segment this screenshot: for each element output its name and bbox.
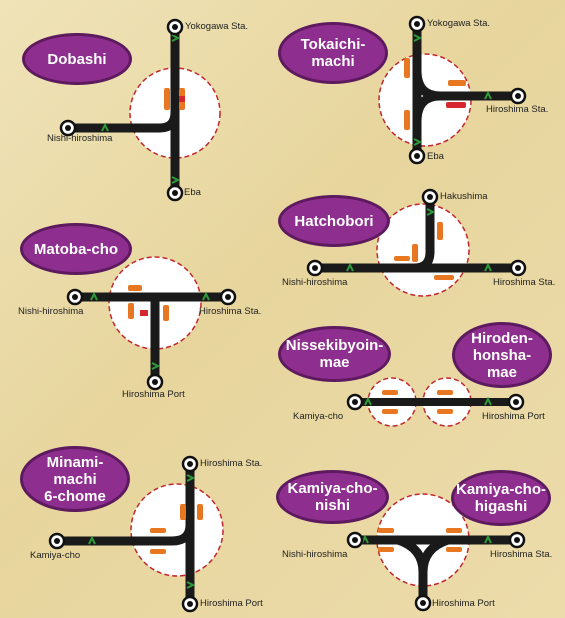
label-hiroshimaport-5: Hiroshima Port xyxy=(482,411,545,422)
junction-matobacho xyxy=(66,256,237,391)
label-eba-1: Eba xyxy=(184,187,201,198)
station-nishihiroshima-hatchobori xyxy=(306,259,324,277)
station-nishihiroshima-matoba xyxy=(66,288,84,306)
station-kamiyacho-nisseki xyxy=(346,393,364,411)
label-kamiyacho-5: Kamiya-cho xyxy=(293,411,344,422)
label-hiroshimaport-4: Hiroshima Port xyxy=(122,389,185,400)
junction-badge-hirodenhonshamae: Hiroden- honsha- mae xyxy=(452,322,552,388)
junction-tokaichimachi xyxy=(378,15,527,165)
label-eba-2: Eba xyxy=(427,151,444,162)
station-hiroshimaport-minamimachi xyxy=(181,595,199,613)
junction-nisseki-hiroden xyxy=(346,377,525,427)
junction-badge-minamimachi: Minami- machi 6-chome xyxy=(20,446,130,512)
station-hiroshimaport-kamiyacho xyxy=(414,594,432,612)
station-eba-dobashi xyxy=(166,184,184,202)
junction-minamimachi xyxy=(48,455,224,613)
label-nishihiroshima-3: Nishi-hiroshima xyxy=(282,277,348,288)
label-hiroshimaport-7: Hiroshima Port xyxy=(200,598,263,609)
label-hiroshima-2: Hiroshima Sta. xyxy=(486,104,549,115)
station-hiroshima-hatchobori xyxy=(509,259,527,277)
station-hiroshimaport-matoba xyxy=(146,373,164,391)
junction-badge-tokaichimachi: Tokaichi- machi xyxy=(278,22,388,84)
label-hakushima: Hakushima xyxy=(440,191,488,202)
station-hiroshimaport-nisseki xyxy=(507,393,525,411)
label-kamiyacho-7: Kamiya-cho xyxy=(30,550,81,561)
junction-dobashi xyxy=(59,18,221,202)
label-yokogawa-2: Yokogawa Sta. xyxy=(427,18,491,29)
station-hiroshima-minamimachi xyxy=(181,455,199,473)
station-hakushima xyxy=(421,188,439,206)
label-nishihiroshima-8: Nishi-hiroshima xyxy=(282,549,348,560)
label-hiroshimaport-8: Hiroshima Port xyxy=(432,598,495,609)
junction-kamiyacho xyxy=(346,493,526,612)
label-hiroshima-9: Hiroshima Sta. xyxy=(490,549,553,560)
label-hiroshima-7: Hiroshima Sta. xyxy=(200,458,263,469)
station-kamiyacho-minamimachi xyxy=(48,532,66,550)
label-nishihiroshima-1: Nishi-hiroshima xyxy=(47,133,113,144)
label-hiroshima-4: Hiroshima Sta. xyxy=(199,306,262,317)
station-hiroshima-matoba xyxy=(219,288,237,306)
junction-badge-nissekibyoinmae: Nissekibyoin- mae xyxy=(278,326,391,382)
junction-badge-kamiyachohigashi: Kamiya-cho- higashi xyxy=(451,470,551,526)
junction-badge-hatchobori: Hatchobori xyxy=(278,195,390,247)
station-nishihiroshima-kamiyacho xyxy=(346,531,364,549)
station-eba-tokaichi xyxy=(408,147,426,165)
station-hiroshima-tokaichi xyxy=(509,87,527,105)
station-yokogawa-dobashi xyxy=(166,18,184,36)
label-nishihiroshima-4: Nishi-hiroshima xyxy=(18,306,84,317)
station-hiroshima-kamiyacho xyxy=(508,531,526,549)
junction-badge-matobacho: Matoba-cho xyxy=(20,223,132,275)
label-yokogawa-1: Yokogawa Sta. xyxy=(185,21,249,32)
label-hiroshima-3: Hiroshima Sta. xyxy=(493,277,556,288)
junction-hatchobori xyxy=(306,188,527,297)
junction-badge-kamiyachonishi: Kamiya-cho- nishi xyxy=(276,470,389,524)
station-yokogawa-tokaichi xyxy=(408,15,426,33)
junction-badge-dobashi: Dobashi xyxy=(22,33,132,85)
